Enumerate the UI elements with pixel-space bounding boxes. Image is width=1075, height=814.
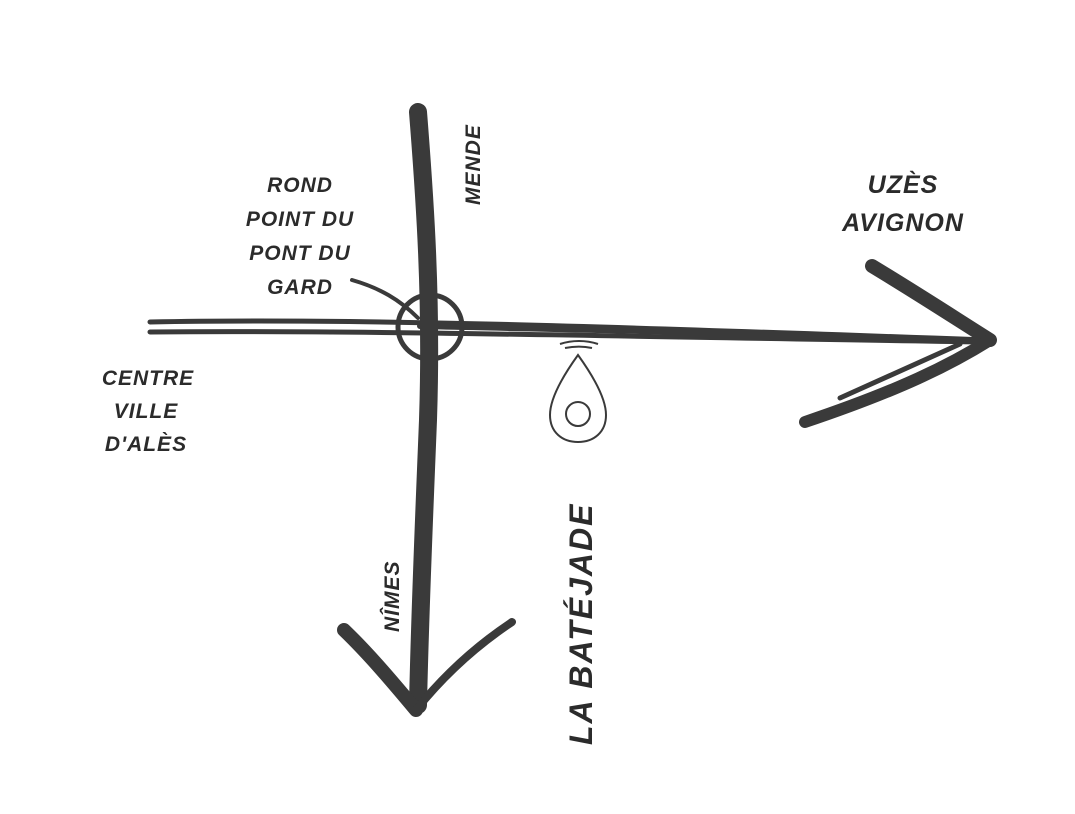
label-avignon: AVIGNON bbox=[841, 209, 964, 237]
label-centre-line1: CENTRE bbox=[102, 367, 194, 390]
roundabout-leader-line bbox=[350, 278, 420, 320]
road-line-center bbox=[417, 323, 988, 344]
roundabout-circle-icon bbox=[395, 292, 465, 362]
location-pin-icon bbox=[548, 340, 608, 444]
road-north-south bbox=[409, 103, 439, 714]
label-mende: MENDE bbox=[462, 124, 485, 205]
label-roundabout-line2: POINT DU bbox=[246, 208, 354, 231]
arrow-south-icon bbox=[337, 618, 516, 717]
label-centre-line2: VILLE bbox=[114, 400, 179, 423]
label-destination: LA BATÉJADE bbox=[563, 503, 599, 745]
road-east-west bbox=[147, 318, 988, 345]
label-roundabout-line3: PONT DU bbox=[249, 242, 351, 265]
label-roundabout-line1: ROND bbox=[267, 174, 333, 197]
label-roundabout-line4: GARD bbox=[267, 276, 333, 299]
label-uzes: UZÈS bbox=[868, 170, 939, 199]
label-centre-line3: D'ALÈS bbox=[105, 433, 187, 456]
label-nimes: NÎMES bbox=[380, 560, 404, 632]
road-line-lower bbox=[147, 329, 988, 345]
arrow-east-icon bbox=[799, 259, 997, 428]
